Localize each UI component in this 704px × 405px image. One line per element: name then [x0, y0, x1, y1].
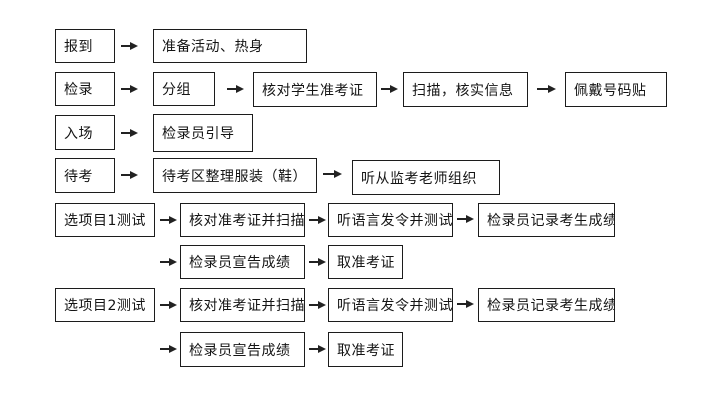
flow-box-warmup: 准备活动、热身 [153, 29, 307, 63]
arrow-right-icon [309, 301, 326, 309]
flow-box-scan-verify-info: 扫描，核实信息 [403, 72, 528, 107]
arrow-right-icon [381, 85, 398, 93]
flow-box-follow-proctor: 听从监考老师组织 [352, 160, 500, 195]
flow-box-event2-test: 选项目2测试 [55, 288, 155, 322]
arrow-right-icon [457, 300, 474, 308]
flow-box-enter: 入场 [55, 115, 115, 150]
arrow-right-icon [323, 170, 342, 178]
flow-box-usher-guide: 检录员引导 [153, 114, 253, 152]
arrow-right-icon [160, 258, 177, 266]
flow-box-waiting-area-dress: 待考区整理服装（鞋） [153, 158, 317, 193]
flow-box-event1-test: 选项目1测试 [55, 203, 155, 237]
flow-box-event1-verify-scan: 核对准考证并扫描 [180, 203, 305, 237]
flow-box-verify-student-ticket: 核对学生准考证 [253, 72, 377, 107]
arrow-right-icon [309, 258, 326, 266]
flow-box-event1-record-score: 检录员记录考生成绩 [478, 203, 615, 237]
arrow-right-icon [309, 345, 326, 353]
flow-box-event2-voice-command-test: 听语言发令并测试 [328, 288, 453, 322]
arrow-right-icon [160, 216, 177, 224]
arrow-right-icon [121, 85, 138, 93]
flow-box-report: 报到 [55, 29, 115, 63]
arrow-right-icon [160, 301, 177, 309]
flow-box-event1-voice-command-test: 听语言发令并测试 [328, 203, 453, 237]
arrow-right-icon [121, 42, 138, 50]
flow-box-event1-take-ticket: 取准考证 [328, 245, 403, 279]
flow-box-grouping: 分组 [153, 72, 215, 106]
arrow-right-icon [227, 85, 244, 93]
flow-box-event1-announce-score: 检录员宣告成绩 [180, 245, 305, 279]
arrow-right-icon [160, 345, 177, 353]
flow-box-event2-verify-scan: 核对准考证并扫描 [180, 288, 305, 322]
arrow-right-icon [309, 216, 326, 224]
flow-box-event2-announce-score: 检录员宣告成绩 [180, 332, 305, 367]
flow-box-event2-record-score: 检录员记录考生成绩 [478, 288, 615, 322]
flow-box-wear-number-tag: 佩戴号码贴 [565, 72, 667, 107]
arrow-right-icon [457, 215, 474, 223]
arrow-right-icon [121, 129, 138, 137]
arrow-right-icon [121, 171, 138, 179]
arrow-right-icon [537, 85, 556, 93]
flow-box-event2-take-ticket: 取准考证 [328, 332, 403, 367]
flow-box-waiting: 待考 [55, 158, 115, 193]
flow-box-checkin: 检录 [55, 72, 115, 106]
